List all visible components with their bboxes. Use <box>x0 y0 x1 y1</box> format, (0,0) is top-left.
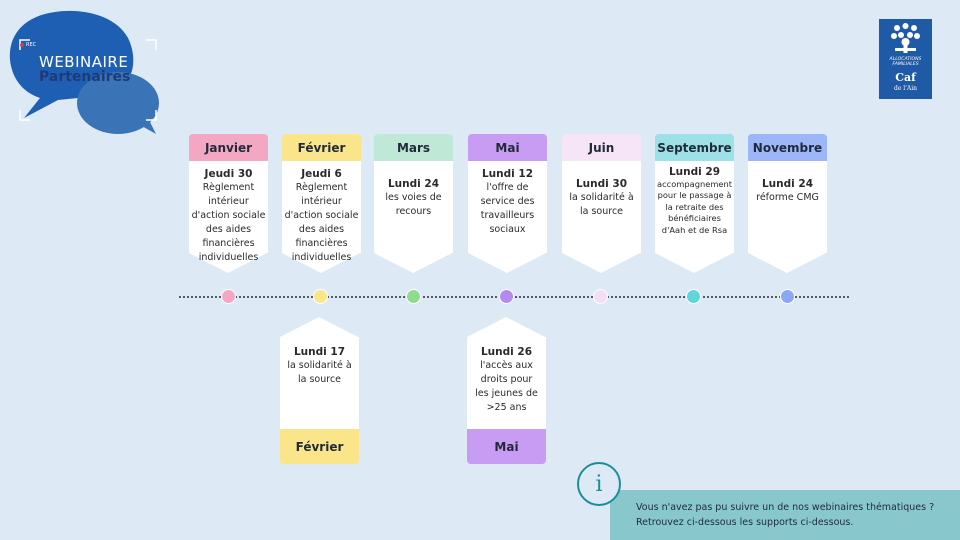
speech-bubbles-icon <box>9 10 159 134</box>
webinaire-logo: REC WEBINAIRE Partenaires <box>0 0 200 140</box>
caf-line1: ALLOCATIONS <box>889 57 922 62</box>
info-line2: Retrouvez ci-dessous les supports ci-des… <box>636 517 854 528</box>
card-body: Lundi 17 la solidarité à la source <box>280 337 359 429</box>
card-date: Lundi 26 <box>480 346 533 358</box>
card-date: Jeudi 6 <box>301 168 342 180</box>
card-body: Jeudi 30 Règlement intérieur d'action so… <box>189 161 268 263</box>
caf-name: Caf <box>895 71 916 84</box>
card-date: Lundi 12 <box>481 168 534 180</box>
card-pointer <box>748 253 826 273</box>
card-body: Lundi 24 les voies de recours <box>374 161 453 253</box>
timeline-dot-juin[interactable] <box>593 289 608 304</box>
timeline-dot-septembre[interactable] <box>686 289 701 304</box>
rec-indicator: REC <box>20 42 36 48</box>
caf-logo: ALLOCATIONS FAMILIALES Caf de l'Ain <box>879 19 932 99</box>
card-date: Jeudi 30 <box>204 168 253 180</box>
card-fevrier[interactable]: Février Jeudi 6 Règlement intérieur d'ac… <box>282 134 361 273</box>
family-tree-icon <box>891 23 920 53</box>
rec-label: REC <box>26 42 37 48</box>
card-juin[interactable]: Juin Lundi 30 la solidarité à la source <box>562 134 641 273</box>
card-header: Juin <box>562 134 641 161</box>
card-fevrier-bottom[interactable]: Lundi 17 la solidarité à la source Févri… <box>280 317 359 464</box>
card-date: Lundi 24 <box>387 178 440 190</box>
card-text: Règlement intérieur d'action sociale des… <box>191 182 266 263</box>
logo-subtitle: Partenaires <box>39 69 131 85</box>
timeline-dot-janvier[interactable] <box>221 289 236 304</box>
card-header: Mai <box>468 134 547 161</box>
record-dot-icon <box>20 43 24 47</box>
card-header: Janvier <box>189 134 268 161</box>
logo-title: WEBINAIRE <box>39 53 129 71</box>
info-text: Vous n'avez pas pu suivre un de nos webi… <box>636 500 934 530</box>
info-banner[interactable] <box>610 490 960 540</box>
card-footer: Mai <box>467 429 546 464</box>
timeline-dot-mars[interactable] <box>406 289 421 304</box>
timeline-dot-fevrier[interactable] <box>313 289 328 304</box>
card-header: Septembre <box>655 134 734 161</box>
card-pointer <box>374 253 452 273</box>
card-pointer <box>655 253 733 273</box>
card-body: Lundi 29 accompagnement pour le passage … <box>655 161 734 253</box>
card-text: l'offre de service des travailleurs soci… <box>480 182 535 235</box>
card-text: la solidarité à la source <box>569 192 634 217</box>
info-line1: Vous n'avez pas pu suivre un de nos webi… <box>636 502 935 513</box>
timeline-line <box>179 296 849 298</box>
card-mai-bottom[interactable]: Lundi 26 l'accès aux droits pour les jeu… <box>467 317 546 464</box>
card-header: Février <box>282 134 361 161</box>
card-body: Lundi 26 l'accès aux droits pour les jeu… <box>467 337 546 429</box>
card-mai[interactable]: Mai Lundi 12 l'offre de service des trav… <box>468 134 547 273</box>
card-text: réforme CMG <box>756 192 819 203</box>
card-date: Lundi 24 <box>761 178 814 190</box>
card-footer: Février <box>280 429 359 464</box>
card-text: la solidarité à la source <box>287 360 352 385</box>
card-pointer <box>467 317 545 337</box>
card-novembre[interactable]: Novembre Lundi 24 réforme CMG <box>748 134 827 273</box>
card-text: les voies de recours <box>385 192 442 217</box>
timeline-dot-novembre[interactable] <box>780 289 795 304</box>
card-body: Lundi 24 réforme CMG <box>748 161 827 253</box>
card-date: Lundi 17 <box>293 346 346 358</box>
card-pointer <box>280 317 358 337</box>
card-pointer <box>468 253 546 273</box>
card-mars[interactable]: Mars Lundi 24 les voies de recours <box>374 134 453 273</box>
card-text: Règlement intérieur d'action sociale des… <box>284 182 359 263</box>
info-icon[interactable]: i <box>577 462 621 506</box>
card-header: Mars <box>374 134 453 161</box>
card-date: Lundi 30 <box>575 178 628 190</box>
card-pointer <box>282 253 360 273</box>
card-text: accompagnement pour le passage à la retr… <box>657 178 733 235</box>
caf-line2: FAMILIALES <box>892 62 919 67</box>
timeline-dot-mai[interactable] <box>499 289 514 304</box>
card-body: Lundi 12 l'offre de service des travaill… <box>468 161 547 253</box>
card-body: Lundi 30 la solidarité à la source <box>562 161 641 253</box>
card-pointer <box>189 253 267 273</box>
caf-subtitle: ALLOCATIONS FAMILIALES <box>879 57 932 67</box>
card-pointer <box>562 253 640 273</box>
caf-region: de l'Ain <box>894 85 917 92</box>
card-text: l'accès aux droits pour les jeunes de >2… <box>475 360 538 413</box>
card-septembre[interactable]: Septembre Lundi 29 accompagnement pour l… <box>655 134 734 273</box>
card-header: Novembre <box>748 134 827 161</box>
card-date: Lundi 29 <box>668 166 721 178</box>
card-janvier[interactable]: Janvier Jeudi 30 Règlement intérieur d'a… <box>189 134 268 273</box>
card-body: Jeudi 6 Règlement intérieur d'action soc… <box>282 161 361 263</box>
